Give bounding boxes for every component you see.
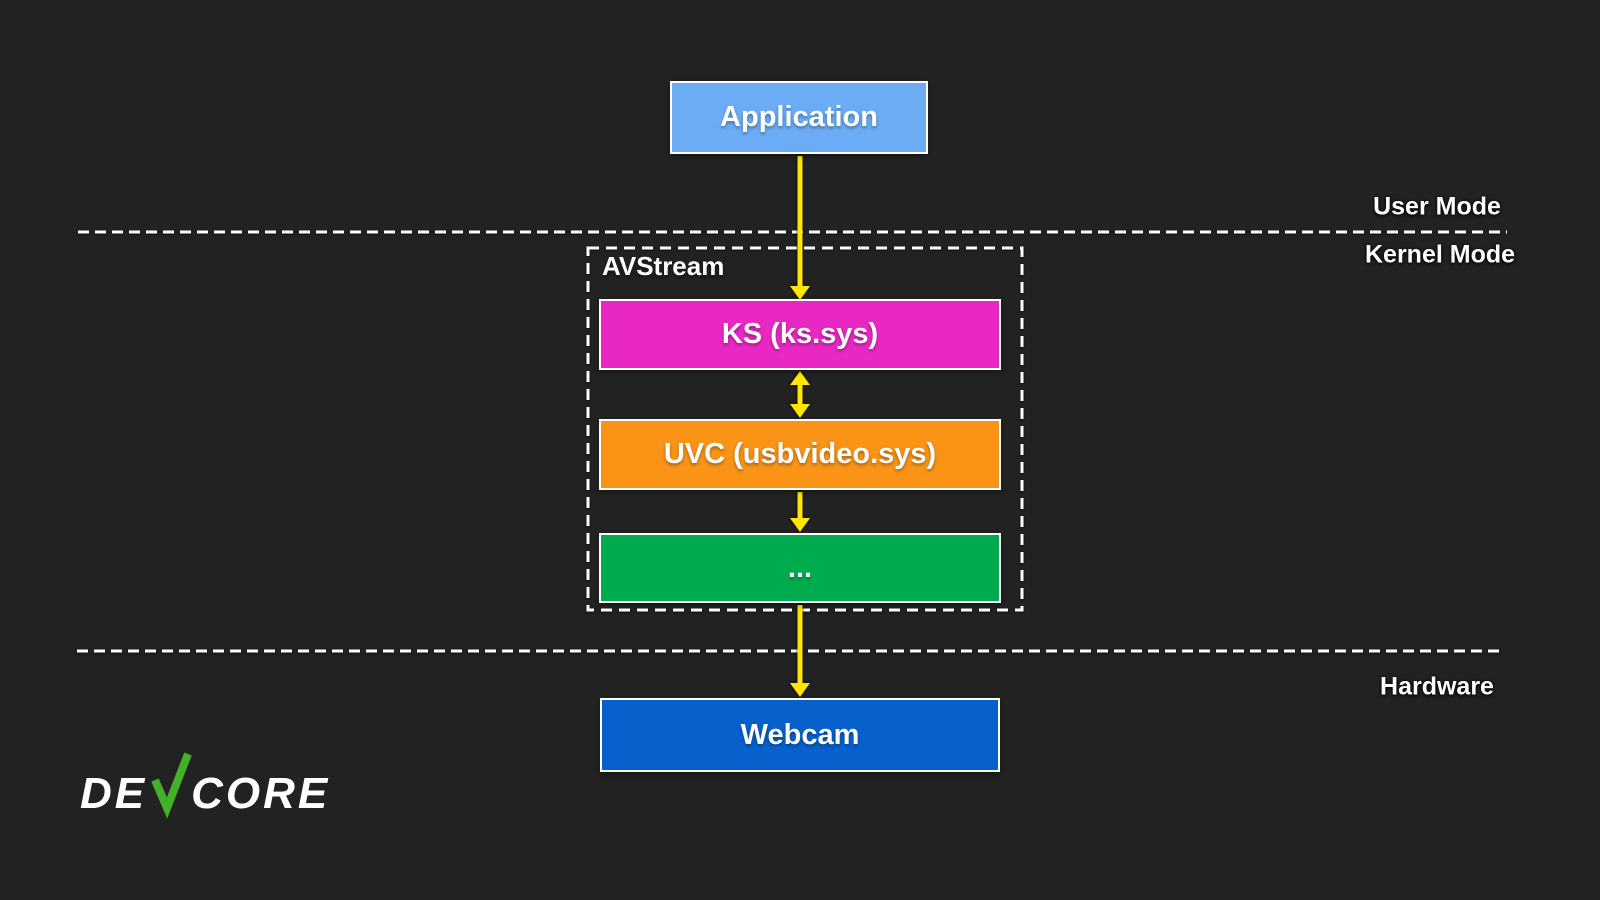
arrow-more-to-webcam	[790, 605, 810, 697]
logo-text-right: CORE	[191, 769, 331, 818]
node-application-label: Application	[720, 101, 878, 133]
node-webcam: Webcam	[600, 698, 1000, 772]
logo-text-left: DE	[80, 769, 148, 818]
node-more-drivers-label: ...	[787, 551, 813, 584]
node-ks-label: KS (ks.sys)	[721, 318, 879, 350]
arrow-ks-uvc-bidirectional	[790, 371, 810, 418]
node-uvc: UVC (usbvideo.sys)	[599, 419, 1001, 490]
arrow-application-to-ks	[790, 156, 810, 300]
avstream-group-label: AVStream	[602, 251, 725, 281]
arrow-uvc-to-more	[790, 492, 810, 532]
node-more-drivers: ...	[599, 533, 1001, 603]
node-ks: KS (ks.sys)	[599, 299, 1001, 370]
checkmark-icon	[151, 752, 192, 819]
zone-label-user-mode: User Mode	[1373, 192, 1501, 221]
zone-label-hardware: Hardware	[1380, 672, 1494, 701]
zone-label-kernel-mode: Kernel Mode	[1364, 240, 1516, 269]
devcore-logo: DE CORE	[80, 752, 331, 820]
node-webcam-label: Webcam	[740, 718, 860, 751]
node-uvc-label: UVC (usbvideo.sys)	[663, 438, 937, 470]
node-application: Application	[670, 81, 928, 154]
